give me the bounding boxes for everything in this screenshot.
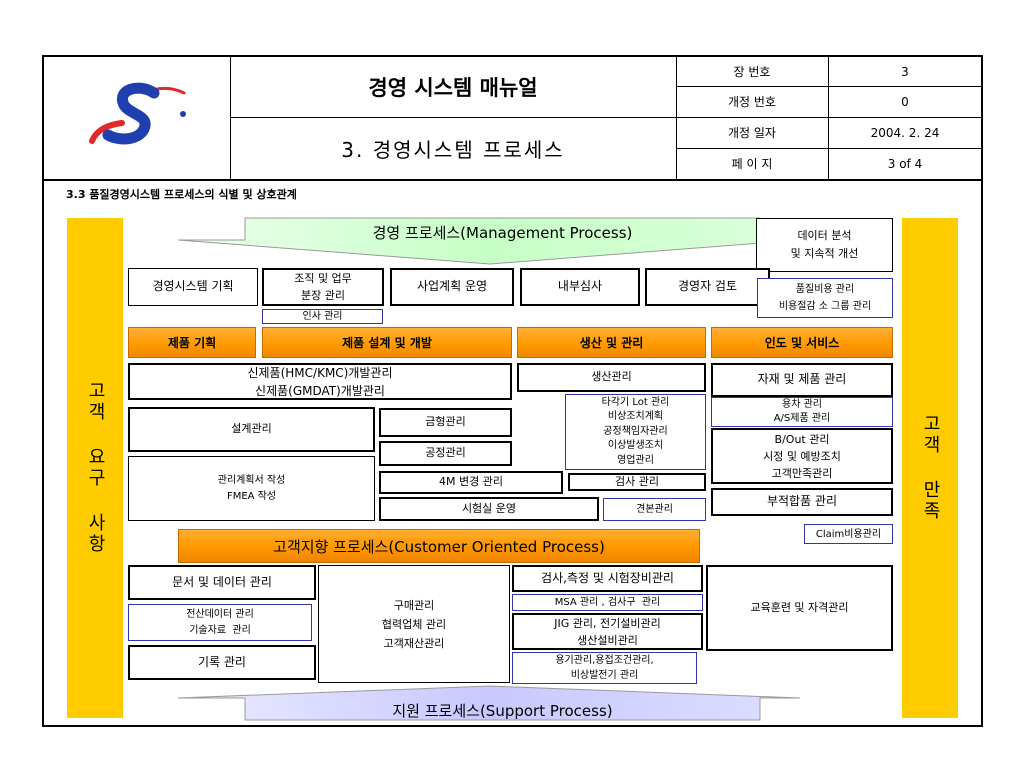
quality-cost-box: 품질비용 관리 비용절감 소 그룹 관리	[757, 278, 893, 318]
support-process-title: 지원 프로세스(Support Process)	[392, 701, 613, 720]
management-process-title: 경영 프로세스(Management Process)	[372, 223, 633, 242]
customer-process-banner: 고객지향 프로세스(Customer Oriented Process)	[178, 529, 700, 563]
header-divider	[676, 148, 982, 149]
box-line: 생산설비관리	[577, 633, 638, 647]
stage-production: 생산 및 관리	[517, 327, 706, 358]
records-box: 기록 관리	[128, 645, 316, 680]
customer-satisfaction-bar: 고객 만족	[902, 218, 958, 718]
company-logo-icon	[89, 82, 186, 145]
hr-management-box: 인사 관리	[262, 309, 383, 324]
header-divider	[230, 117, 982, 118]
stage-product-planning: 제품 기획	[128, 327, 256, 358]
vehicle-as-box: 용차 관리 A/S제품 관리	[711, 397, 893, 427]
management-system-planning-box: 경영시스템 기획	[128, 268, 258, 306]
inspection-management-box: 검사 관리	[568, 473, 706, 491]
box-line: 고객재산관리	[383, 636, 445, 650]
logo-blue-swoosh	[102, 82, 160, 145]
box-line: 비상조치계획	[607, 411, 664, 423]
box-line: 타각기 Lot 관리	[601, 396, 670, 408]
box-line: 구매관리	[393, 598, 435, 612]
it-data-box: 전산데이터 관리 기술자료 관리	[128, 604, 312, 641]
box-line: 공정책임자관리	[603, 425, 668, 437]
box-line: 신제품(GMDAT)개발관리	[255, 383, 385, 398]
box-line: 협력업체 관리	[381, 617, 447, 631]
header-bottom-line	[42, 179, 983, 181]
meta-value-chapter-no: 3	[901, 64, 909, 79]
measuring-equipment-box: 검사,측정 및 시험장비관리	[512, 565, 703, 592]
customer-requirements-label: 고객 요구 사항	[85, 381, 106, 555]
organization-duties-box: 조직 및 업무 분장 관리	[262, 268, 384, 306]
header-divider	[676, 86, 982, 87]
meta-label-page: 페 이 지	[731, 157, 773, 171]
meta-label-revision-date: 개정 일자	[728, 126, 776, 140]
lab-operation-box: 시험실 운영	[379, 497, 599, 521]
corrective-action-box: B/Out 관리 시정 및 예방조치 고객만족관리	[711, 428, 893, 484]
stage-delivery-service: 인도 및 서비스	[711, 327, 893, 358]
document-title: 경영 시스템 매뉴얼	[368, 76, 538, 100]
jig-facility-box: JIG 관리, 전기설비관리 생산설비관리	[512, 613, 703, 650]
box-line: 및 지속적 개선	[790, 247, 859, 260]
box-line: 용차 관리	[782, 399, 822, 410]
box-line: 분장 관리	[301, 289, 345, 302]
box-line: A/S제품 관리	[773, 413, 831, 424]
sample-management-box: 견본관리	[603, 498, 706, 521]
document-frame	[42, 55, 983, 727]
container-welding-box: 용기관리,용접조건관리, 비상발전기 관리	[512, 652, 697, 684]
section-title: 3.3 품질경영시스템 프로세스의 식별 및 상호관계	[66, 188, 297, 201]
meta-label-chapter-no: 장 번호	[733, 65, 771, 79]
box-line: 관리계획서 작성	[217, 474, 286, 486]
customer-satisfaction-label: 고객 만족	[920, 414, 941, 522]
box-line: 전산데이터 관리	[186, 608, 254, 620]
production-management-box: 생산관리	[517, 363, 706, 392]
production-details-box: 타각기 Lot 관리 비상조치계획 공정책임자관리 이상발생조치 영업관리	[565, 394, 706, 470]
purchasing-box: 구매관리 협력업체 관리 고객재산관리	[318, 565, 510, 683]
data-analysis-box: 데이터 분석 및 지속적 개선	[756, 218, 893, 272]
claim-cost-box: Claim비용관리	[804, 524, 893, 544]
header-divider	[230, 57, 231, 179]
4m-change-box: 4M 변경 관리	[379, 471, 563, 494]
msa-box: MSA 관리 , 검사구 관리	[512, 594, 703, 611]
training-qualification-box: 교육훈련 및 자격관리	[706, 565, 893, 651]
material-product-management-box: 자재 및 제품 관리	[711, 363, 893, 397]
meta-value-page: 3 of 4	[887, 156, 923, 171]
design-management-box: 설계관리	[128, 407, 375, 452]
box-line: B/Out 관리	[774, 432, 830, 446]
management-review-box: 경영자 검토	[645, 268, 770, 306]
stage-design-development: 제품 설계 및 개발	[262, 327, 512, 358]
logo-cell	[44, 57, 230, 179]
box-line: FMEA 작성	[226, 490, 277, 502]
box-line: 신제품(HMC/KMC)개발관리	[247, 365, 393, 380]
box-line: 시정 및 예방조치	[763, 449, 841, 463]
box-line: 기술자료 관리	[189, 624, 251, 636]
document-data-box: 문서 및 데이터 관리	[128, 565, 316, 600]
mold-management-box: 금형관리	[379, 408, 512, 437]
box-line: JIG 관리, 전기설비관리	[554, 616, 661, 630]
meta-value-revision-date: 2004. 2. 24	[870, 125, 940, 140]
new-product-development-box: 신제품(HMC/KMC)개발관리 신제품(GMDAT)개발관리	[128, 363, 512, 400]
control-plan-box: 관리계획서 작성 FMEA 작성	[128, 456, 375, 521]
internal-audit-box: 내부심사	[520, 268, 640, 306]
header-divider	[676, 57, 677, 179]
nonconforming-product-box: 부적합품 관리	[711, 488, 893, 516]
customer-requirements-bar: 고객 요구 사항	[67, 218, 123, 718]
header-divider	[828, 57, 829, 179]
box-line: 비상발전기 관리	[570, 670, 639, 681]
box-line: 품질비용 관리	[795, 284, 855, 295]
box-line: 영업관리	[617, 454, 654, 466]
box-line: 이상발생조치	[607, 440, 664, 452]
business-plan-box: 사업계획 운영	[390, 268, 514, 306]
document-subtitle: 3. 경영시스템 프로세스	[341, 138, 565, 162]
box-line: 비용절감 소 그룹 관리	[778, 301, 872, 312]
support-process-arrow	[177, 685, 801, 721]
process-management-box: 공정관리	[379, 441, 512, 466]
box-line: 고객만족관리	[771, 466, 833, 480]
box-line: 조직 및 업무	[294, 272, 352, 285]
logo-blue-dot	[180, 111, 186, 117]
meta-value-revision-no: 0	[901, 94, 909, 109]
meta-label-revision-no: 개정 번호	[728, 95, 776, 109]
logo-red-arc-lower	[89, 120, 125, 144]
box-line: 데이터 분석	[797, 229, 852, 242]
box-line: 용기관리,용접조건관리,	[555, 655, 654, 666]
